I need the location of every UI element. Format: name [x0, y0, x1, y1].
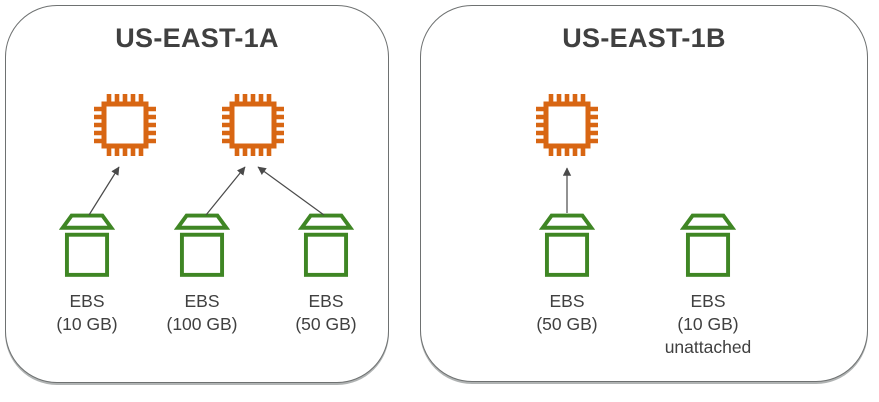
ebs-volume-icon [298, 212, 354, 278]
ebs-volume-label: EBS (10 GB) unattached [643, 290, 773, 359]
ebs-volume-icon [539, 212, 595, 278]
ebs-volume-label: EBS (100 GB) [137, 290, 267, 336]
volume-size: (100 GB) [166, 314, 238, 334]
zone-title: US-EAST-1B [562, 23, 726, 53]
availability-zone-us-east-1a: US-EAST-1A [5, 5, 389, 383]
ebs-volume-icon [174, 212, 230, 278]
volume-size: (50 GB) [536, 314, 598, 334]
volume-name: EBS [184, 291, 220, 311]
ec2-instance-chip-icon [534, 92, 600, 158]
volume-name: EBS [69, 291, 105, 311]
ebs-volume-label: EBS (50 GB) [261, 290, 391, 336]
volume-status: unattached [664, 337, 752, 357]
volume-name: EBS [308, 291, 344, 311]
ec2-instance-chip-icon [92, 92, 158, 158]
ebs-volume-label: EBS (50 GB) [502, 290, 632, 336]
volume-name: EBS [690, 291, 726, 311]
volume-name: EBS [549, 291, 585, 311]
zone-title: US-EAST-1A [115, 23, 279, 53]
ebs-volume-icon [680, 212, 736, 278]
volume-size: (50 GB) [295, 314, 357, 334]
ebs-volume-label: EBS (10 GB) [22, 290, 152, 336]
volume-size: (10 GB) [56, 314, 118, 334]
availability-zone-us-east-1b: US-EAST-1B [420, 5, 868, 382]
ebs-volume-icon [59, 212, 115, 278]
volume-size: (10 GB) [677, 314, 739, 334]
ec2-instance-chip-icon [220, 92, 286, 158]
